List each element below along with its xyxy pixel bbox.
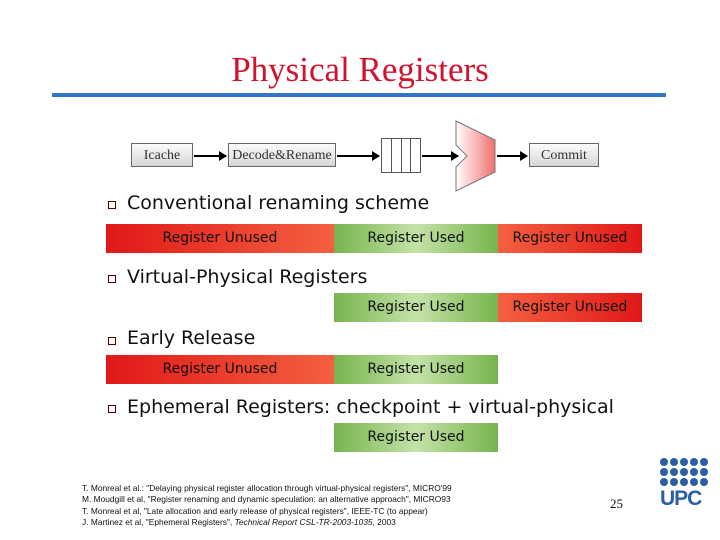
bar-register-used: Register Used <box>334 423 498 452</box>
bar-register-unused: Register Unused <box>106 355 334 384</box>
title-underline <box>52 93 666 97</box>
bullet-icon <box>108 337 116 345</box>
commit-box: Commit <box>529 143 599 167</box>
arrow-icache-decode <box>194 151 227 161</box>
bullet-conventional: Conventional renaming scheme <box>127 192 430 214</box>
reference-3: T. Monreal et al, "Late allocation and e… <box>82 505 428 516</box>
upc-logo: UPC <box>660 458 710 524</box>
arrow-queue-exec <box>422 151 459 161</box>
upc-logo-text: UPC <box>660 487 702 510</box>
reference-2: M. Moudgill et al, "Register renaming an… <box>82 494 451 505</box>
page-title: Physical Registers <box>231 50 489 89</box>
bullet-ephemeral: Ephemeral Registers: checkpoint + virtua… <box>127 396 614 418</box>
bullet-early-release: Early Release <box>127 327 256 349</box>
bar-register-used: Register Used <box>334 224 498 253</box>
bullet-icon <box>108 275 116 283</box>
bar-register-used: Register Used <box>334 355 498 384</box>
icache-box: Icache <box>131 143 193 167</box>
execution-units-shape <box>455 120 496 192</box>
arrow-decode-queue <box>337 151 380 161</box>
bullet-virtual-physical: Virtual-Physical Registers <box>127 266 368 288</box>
bar-register-unused: Register Unused <box>498 293 642 322</box>
reference-1: T. Monreal et al.: "Delaying physical re… <box>82 483 452 493</box>
bar-register-used: Register Used <box>334 293 498 322</box>
decode-rename-box: Decode&Rename <box>228 143 336 167</box>
bar-register-unused: Register Unused <box>106 224 334 253</box>
instruction-queue <box>381 138 421 173</box>
page-number: 25 <box>610 496 623 511</box>
bullet-icon <box>108 201 116 209</box>
bullet-icon <box>108 405 116 413</box>
arrow-exec-commit <box>497 151 528 161</box>
references: T. Monreal et al.: "Delaying physical re… <box>82 483 452 529</box>
reference-4: J. Martinez et al, "Ephemeral Registers"… <box>82 517 396 528</box>
bar-register-unused-2: Register Unused <box>498 224 642 253</box>
